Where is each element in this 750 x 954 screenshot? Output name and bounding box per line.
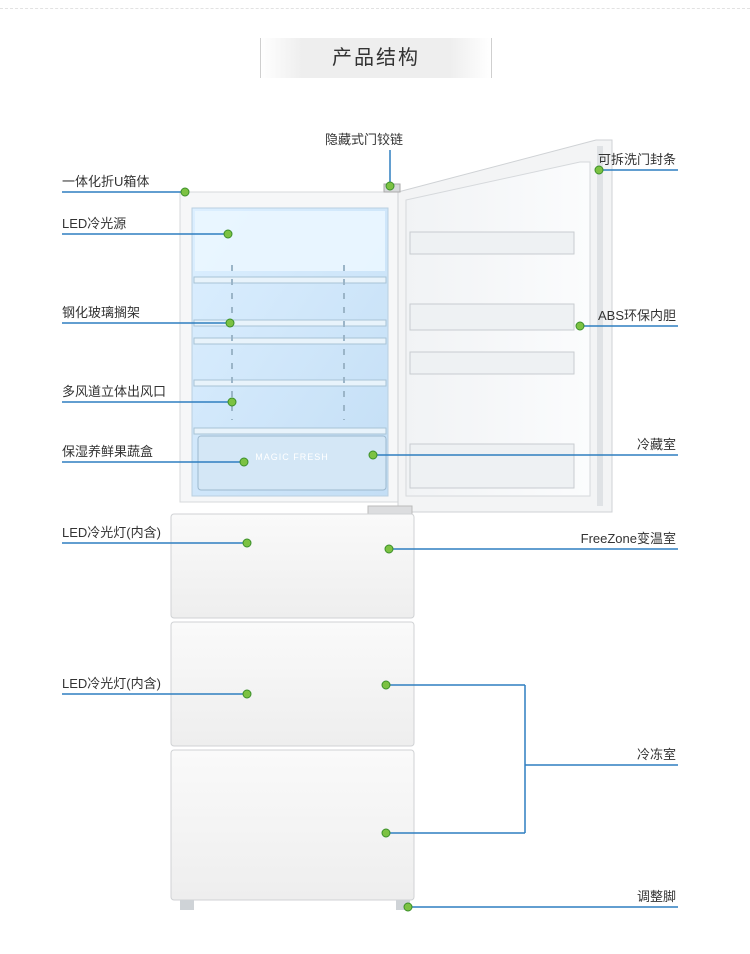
callout-dot	[384, 544, 394, 554]
callout-dot	[242, 538, 252, 548]
callout-dot	[385, 181, 395, 191]
section-title: 产品结构	[260, 38, 492, 78]
drawer-face	[170, 621, 415, 747]
label-refrigerator-compartment: 冷藏室	[636, 437, 676, 452]
label-led-lamp-lower: LED冷光灯(内含)	[62, 676, 161, 691]
label-led-cold-light-source: LED冷光源	[62, 216, 127, 231]
callout-dot	[381, 828, 391, 838]
callout-dot	[223, 229, 233, 239]
drawer-face	[170, 513, 415, 619]
label-tempered-glass-shelf: 钢化玻璃搁架	[62, 305, 141, 320]
label-adjustable-feet: 调整脚	[636, 889, 676, 904]
door-bin	[409, 351, 575, 375]
crisper-drawer-text: MAGIC FRESH	[255, 452, 329, 462]
leader-lines	[62, 150, 678, 908]
callout-dot	[575, 321, 585, 331]
callout-dot	[368, 450, 378, 460]
middle-hinge	[367, 505, 413, 515]
drawer-freezer-upper	[170, 621, 415, 747]
callout-dot	[180, 187, 190, 197]
label-freezone-compartment: FreeZone变温室	[580, 531, 676, 546]
door-bin	[409, 303, 575, 331]
glass-shelf	[193, 379, 387, 387]
label-hidden-hinge: 隐藏式门铰链	[325, 132, 404, 147]
label-removable-door-seal: 可拆洗门封条	[597, 152, 676, 167]
door-bin	[409, 443, 575, 489]
label-multi-airflow-outlet: 多风道立体出风口	[62, 384, 167, 399]
drawer-freezer-lower	[170, 749, 415, 901]
label-led-lamp-upper: LED冷光灯(内含)	[62, 525, 161, 540]
callout-dot	[239, 457, 249, 467]
top-divider	[0, 8, 750, 9]
led-glow	[195, 211, 385, 271]
label-crisper-box: 保湿养鲜果蔬盒	[62, 444, 154, 459]
callout-dot	[403, 902, 413, 912]
glass-shelf	[193, 276, 387, 284]
foot	[396, 900, 410, 910]
callout-dot	[381, 680, 391, 690]
label-one-piece-u-cabinet: 一体化折U箱体	[62, 174, 150, 189]
glass-shelf	[193, 427, 387, 435]
door-bin	[409, 231, 575, 255]
callout-dot	[227, 397, 237, 407]
crisper-drawer	[197, 435, 387, 491]
callout-dot	[242, 689, 252, 699]
foot	[180, 900, 194, 910]
label-freezer-compartment: 冷冻室	[636, 747, 676, 762]
glass-shelf	[193, 337, 387, 345]
callout-dot	[225, 318, 235, 328]
callout-dots	[180, 165, 604, 912]
drawer-face	[170, 749, 415, 901]
drawer-freezone	[170, 513, 415, 619]
label-abs-liner: ABS环保内胆	[597, 308, 676, 323]
fridge-door	[397, 139, 613, 513]
callout-dot	[594, 165, 604, 175]
fridge-body: MAGIC FRESH	[179, 191, 399, 503]
